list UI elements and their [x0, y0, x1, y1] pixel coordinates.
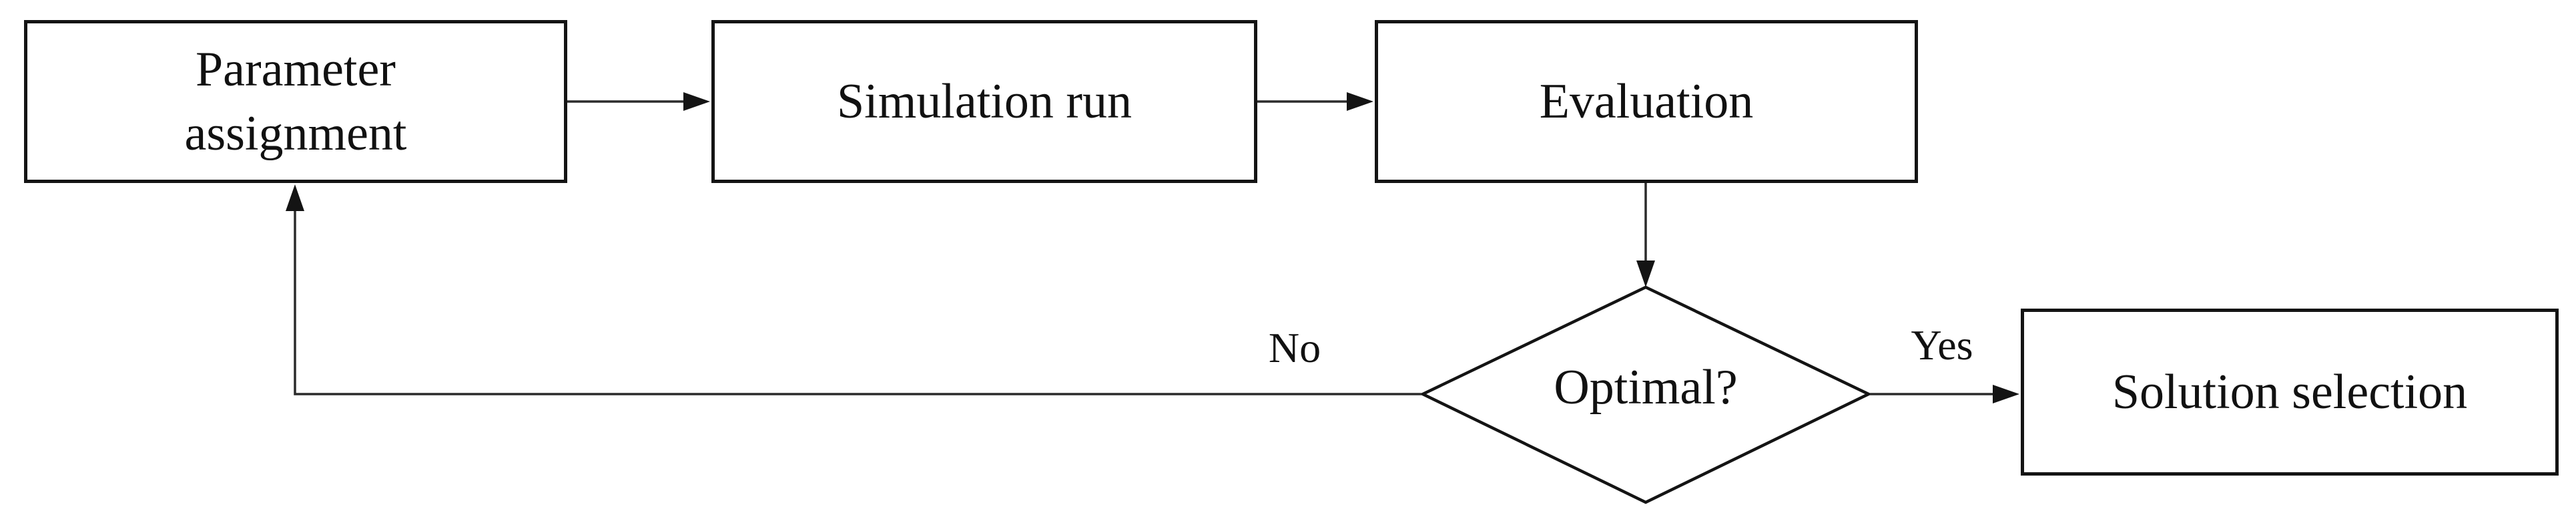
- edge-label-yes: Yes: [1911, 321, 1973, 369]
- node-optimal-label: Optimal?: [1554, 360, 1738, 415]
- node-parameter-assignment: Parameter assignment: [24, 20, 567, 183]
- arrowhead-right-icon: [683, 92, 710, 111]
- node-solution-selection: Solution selection: [2021, 309, 2559, 476]
- node-evaluation: Evaluation: [1375, 20, 1918, 183]
- arrowhead-right-icon: [1993, 385, 2019, 403]
- edge-optimal-to-parameter-line: [294, 208, 1421, 395]
- arrowhead-up-icon: [286, 184, 304, 211]
- node-simulation-run: Simulation run: [711, 20, 1257, 183]
- edge-label-no: No: [1268, 324, 1321, 371]
- arrowhead-down-icon: [1636, 261, 1655, 287]
- node-label: Parameter assignment: [184, 41, 407, 161]
- node-label: Evaluation: [1539, 73, 1754, 129]
- node-label: Solution selection: [2112, 364, 2468, 419]
- decision-diamond-shape: [1419, 285, 1873, 504]
- node-label: Simulation run: [837, 73, 1132, 129]
- arrowhead-right-icon: [1347, 92, 1373, 111]
